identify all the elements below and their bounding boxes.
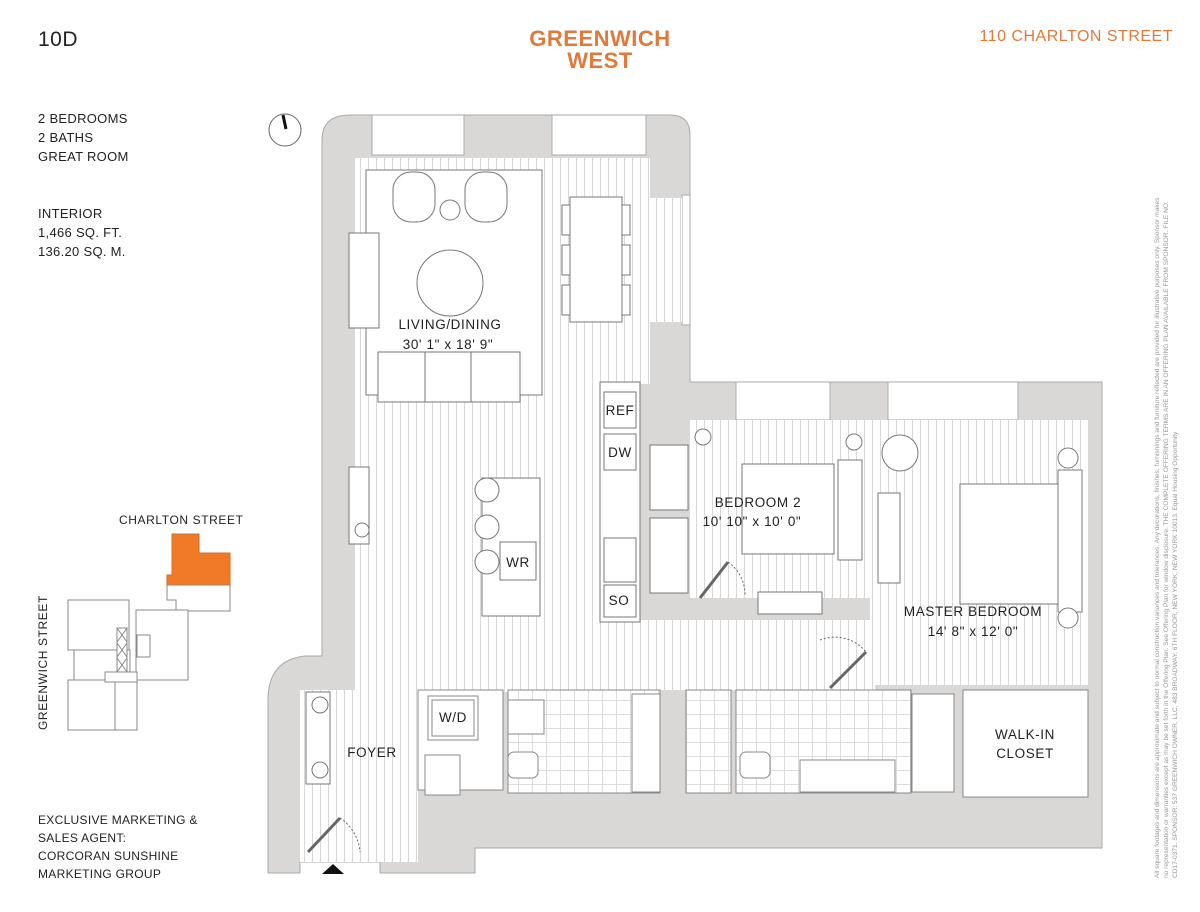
- side-table: [439, 199, 461, 221]
- toilet: [739, 751, 771, 779]
- agent-line: SALES AGENT:: [38, 831, 127, 845]
- bathtub: [631, 693, 661, 793]
- key-plan-stair: [136, 634, 151, 658]
- windows: [371, 114, 1019, 421]
- address: 110 CHARLTON STREET: [979, 28, 1173, 45]
- key-plan: [67, 533, 231, 731]
- key-plan-core: [104, 671, 138, 683]
- bed: [741, 463, 835, 555]
- media-console: [348, 232, 380, 329]
- key-plan-street-top: CHARLTON STREET: [119, 513, 244, 527]
- interior-area: INTERIOR 1,466 SQ. FT. 136.20 SQ. M.: [38, 204, 126, 261]
- label-so: SO: [609, 593, 630, 608]
- label-wr: WR: [506, 555, 530, 570]
- sink: [507, 699, 545, 735]
- agent-line: EXCLUSIVE MARKETING &: [38, 813, 198, 827]
- armchair: [392, 171, 436, 223]
- closet: [649, 444, 689, 511]
- armchair: [464, 171, 508, 223]
- wine-fridge: [499, 541, 537, 581]
- entrance-triangle-icon: [322, 864, 344, 874]
- room-name-closet: CLOSET: [996, 746, 1054, 761]
- room-dims-bedroom2: 10' 10" x 10' 0": [703, 514, 802, 529]
- summary-line: GREAT ROOM: [38, 149, 129, 164]
- key-plan-elevator: [116, 627, 128, 673]
- room-name-foyer: FOYER: [347, 745, 397, 760]
- key-plan-building: [114, 679, 138, 731]
- label-dw: DW: [608, 445, 632, 460]
- label-wd: W/D: [439, 710, 467, 725]
- summary-line: 2 BATHS: [38, 130, 94, 145]
- bed: [959, 483, 1059, 605]
- agent-line: MARKETING GROUP: [38, 867, 162, 881]
- room-name-walkin: WALK-IN: [995, 727, 1055, 742]
- walk-in-closet: [962, 689, 1089, 798]
- logo-line: WEST: [567, 48, 633, 73]
- cooktop: [603, 537, 637, 583]
- dining-table: [569, 196, 623, 323]
- key-plan-street-side: GREENWICH STREET: [36, 595, 50, 730]
- logo-line: GREENWICH: [529, 26, 671, 51]
- summary-line: 2 BEDROOMS: [38, 111, 128, 126]
- doors: [306, 561, 868, 854]
- room-name-master: MASTER BEDROOM: [904, 604, 1042, 619]
- sofa: [377, 351, 521, 403]
- agent-line: CORCORAN SUNSHINE: [38, 849, 179, 863]
- double-vanity: [799, 759, 896, 793]
- north-arrow-icon: [268, 113, 302, 147]
- unit-summary: 2 BEDROOMS 2 BATHS GREAT ROOM: [38, 109, 129, 166]
- unit-number: 10D: [38, 28, 79, 51]
- key-plan-building: [166, 584, 231, 612]
- area-sqm: 136.20 SQ. M.: [38, 244, 126, 259]
- room-dims-master: 14' 8" x 12' 0": [928, 624, 1019, 639]
- dresser: [877, 492, 901, 584]
- dresser: [757, 591, 823, 615]
- bathtub: [911, 693, 955, 793]
- label-ref: REF: [606, 403, 635, 418]
- bathrooms: [417, 689, 1089, 798]
- room-dims-living: 30' 1" x 18' 9": [403, 337, 494, 352]
- coffee-table: [416, 249, 484, 317]
- toilet: [507, 751, 539, 779]
- sales-agent: EXCLUSIVE MARKETING & SALES AGENT: CORCO…: [38, 811, 198, 883]
- room-name-bedroom2: BEDROOM 2: [715, 495, 801, 510]
- furniture: [305, 169, 1083, 785]
- key-plan-unit-highlight: [166, 533, 231, 586]
- room-name-living: LIVING/DINING: [398, 317, 501, 332]
- area-sqft: 1,466 SQ. FT.: [38, 225, 123, 240]
- interior-label: INTERIOR: [38, 206, 103, 221]
